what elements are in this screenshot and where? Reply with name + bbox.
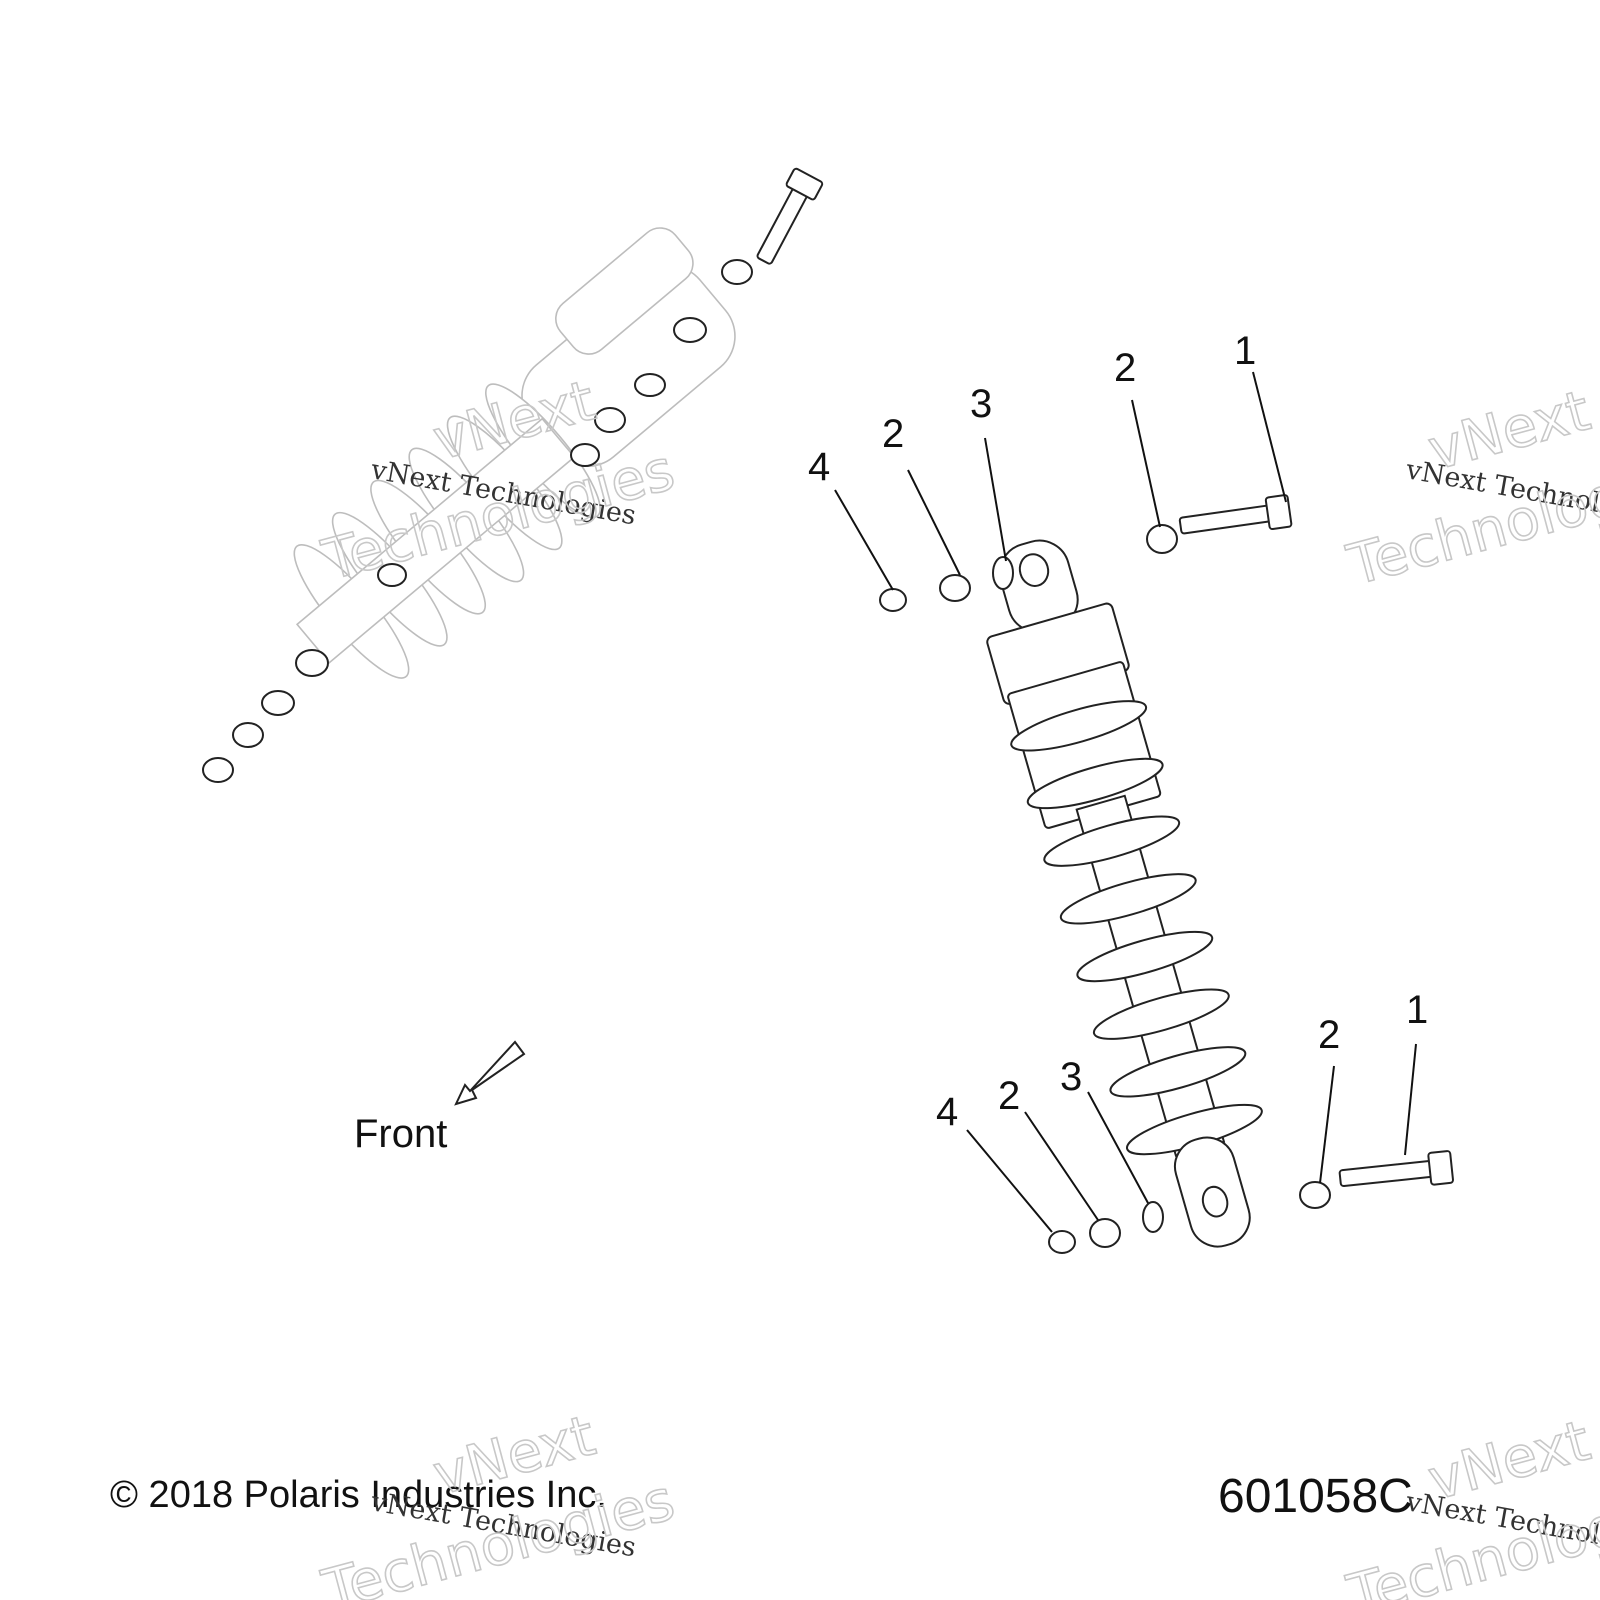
top-bolt [1178, 494, 1293, 535]
ghost-top-bolt-shank [756, 186, 809, 265]
ghost-bushing [721, 259, 753, 285]
shock-spring-coil [1109, 1046, 1247, 1098]
top-washer [992, 556, 1014, 590]
leader-top-4 [834, 489, 894, 591]
callout-number: 1 [1234, 329, 1256, 373]
svg-text:vNext: vNext [1422, 378, 1597, 483]
ghost-nut [570, 443, 600, 467]
figure-id: 601058C [1218, 1470, 1413, 1523]
ghost-washer [673, 317, 707, 343]
shock-bottom-eye-hole [1201, 1185, 1229, 1218]
shock-spring-coil [1043, 815, 1181, 867]
ghost-bushing [232, 722, 264, 748]
leader-bot-3 [1087, 1091, 1149, 1204]
top-bushing-left [939, 574, 971, 602]
front-direction-label: Front [354, 1112, 447, 1156]
callout-number: 2 [1114, 346, 1136, 390]
leader-bot-4 [966, 1129, 1053, 1233]
bottom-bolt [1338, 1150, 1454, 1188]
callout-number: 2 [882, 412, 904, 456]
callout-number: 1 [1406, 988, 1428, 1032]
callout-number: 4 [936, 1090, 958, 1134]
ghost-bushing [594, 407, 626, 433]
bottom-washer [1142, 1201, 1164, 1233]
callout-number: 3 [970, 382, 992, 426]
callout-number: 4 [808, 445, 830, 489]
shock-spring-coil [1059, 873, 1197, 925]
shock-top-eye-hole [1018, 553, 1050, 587]
main-shock-absorber [986, 539, 1263, 1248]
ghost-shock-shaft [295, 417, 576, 664]
svg-text:vNext: vNext [1422, 1408, 1597, 1513]
leader-top-2a [907, 469, 961, 576]
top-nut [879, 588, 907, 612]
shock-spring-coil [1026, 757, 1164, 810]
callout-number: 3 [1060, 1055, 1082, 1099]
shock-spring-coil [1092, 988, 1230, 1040]
ghost-washer [261, 690, 295, 716]
leader-bot-1 [1404, 1043, 1417, 1156]
ghost-shock-assembly [202, 167, 824, 783]
leader-bot-2b [1319, 1065, 1335, 1184]
shock-spring-coil [1010, 700, 1148, 752]
ghost-top-bolt-head [785, 167, 824, 201]
copyright-notice: © 2018 Polaris Industries Inc. [110, 1474, 607, 1516]
leader-top-1 [1252, 371, 1287, 503]
top-bushing-right [1146, 524, 1178, 554]
ghost-washer [634, 373, 666, 397]
leader-top-2b [1131, 399, 1161, 528]
ghost-washer [295, 649, 329, 677]
bottom-bushing-right [1299, 1181, 1331, 1209]
callout-number: 2 [1318, 1013, 1340, 1057]
leader-bot-2a [1024, 1111, 1099, 1221]
callout-number: 2 [998, 1074, 1020, 1118]
leader-top-3 [984, 437, 1007, 562]
ghost-nut [202, 757, 234, 783]
shock-spring-coil [1076, 930, 1214, 983]
ghost-shock-mount [555, 227, 694, 355]
ghost-bushing [377, 563, 407, 587]
bottom-nut [1048, 1230, 1076, 1254]
front-direction-arrow-icon [454, 1040, 526, 1106]
bottom-bushing-left [1089, 1218, 1121, 1248]
